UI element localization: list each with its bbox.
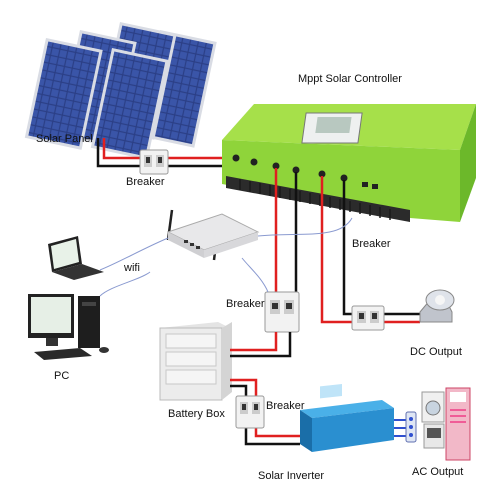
ac-output-label: AC Output (412, 466, 464, 478)
inverter-icon (300, 384, 394, 452)
solar-panel-icon (24, 22, 217, 160)
desktop-pc-icon (28, 294, 109, 360)
dc-output-label: DC Output (410, 346, 462, 358)
breaker-label-2: Breaker (352, 238, 391, 250)
wifi-label: wifi (124, 262, 140, 274)
battery-box-label: Battery Box (168, 408, 225, 420)
pc-label: PC (54, 370, 70, 382)
battery-wires (230, 332, 300, 446)
wifi-router-icon (166, 209, 260, 261)
charge-controller-icon (222, 104, 476, 222)
laptop-icon (48, 236, 104, 280)
controller-label: Mppt Solar Controller (298, 73, 402, 85)
circuit-breaker-icon (351, 305, 385, 331)
led-bulb-icon (419, 289, 455, 323)
home-appliances-icon (421, 387, 471, 461)
circuit-breaker-icon (139, 149, 169, 175)
circuit-breaker-icon (264, 291, 300, 333)
controller-wires (274, 168, 420, 324)
breaker-label-3: Breaker (226, 298, 265, 310)
solar-panel-label: Solar Panel (36, 133, 93, 145)
circuit-breaker-icon (235, 395, 265, 429)
solar-inverter-label: Solar Inverter (258, 470, 325, 482)
network-cables (99, 217, 353, 297)
battery-cabinet-icon (159, 322, 232, 401)
breaker-label-4: Breaker (266, 400, 305, 412)
power-strip-icon (405, 411, 417, 443)
breaker-label-1: Breaker (126, 176, 165, 188)
panel-wires (96, 138, 232, 168)
